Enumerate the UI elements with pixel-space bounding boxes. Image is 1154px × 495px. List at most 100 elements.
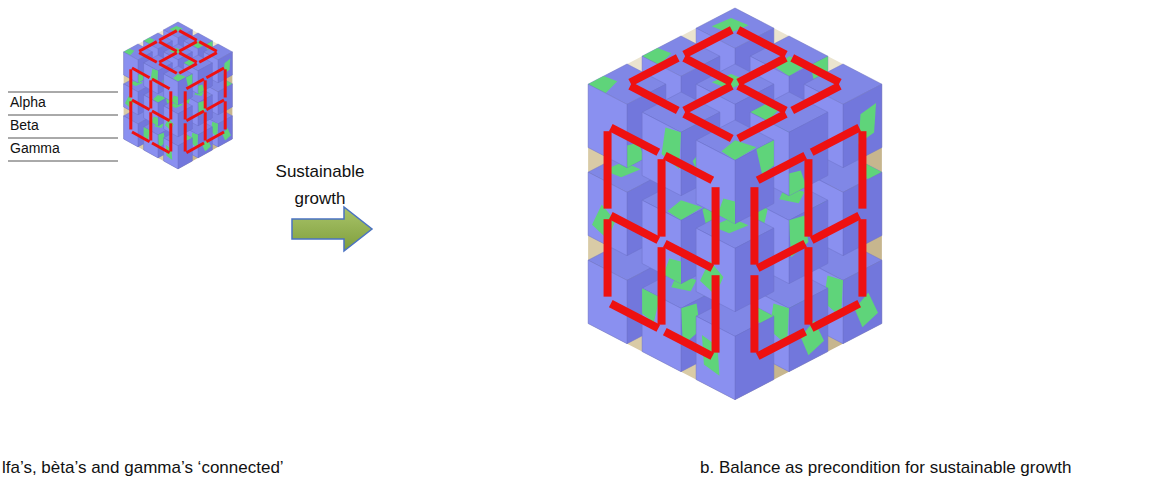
red-connector: [738, 30, 786, 55]
red-connector: [658, 159, 666, 236]
layer-line: [8, 138, 118, 139]
red-connector: [658, 247, 666, 324]
red-connector: [738, 58, 786, 83]
red-connector: [684, 86, 732, 111]
groove-face: [124, 22, 233, 82]
land-patch: [855, 293, 878, 328]
red-connector: [199, 53, 217, 63]
red-connector: [139, 53, 157, 63]
red-connector: [186, 111, 204, 121]
red-connector: [224, 101, 227, 129]
red-connector: [758, 156, 806, 181]
red-connector: [152, 143, 170, 153]
red-connector: [132, 68, 150, 78]
red-connector: [204, 80, 207, 108]
red-connector: [129, 101, 132, 129]
layer-label: Alpha: [10, 94, 46, 111]
red-connector: [179, 64, 197, 74]
layer-line: [8, 115, 118, 116]
red-connector: [179, 31, 197, 41]
red-connector: [206, 132, 224, 142]
red-connector: [738, 86, 786, 111]
layer-line: [8, 92, 118, 93]
land-patch: [172, 96, 178, 105]
red-connector: [132, 132, 150, 142]
red-connector: [750, 275, 758, 352]
layer-label: Beta: [10, 117, 39, 134]
land-patch: [718, 199, 735, 224]
red-connector: [184, 91, 187, 119]
red-connector: [604, 131, 612, 208]
large-cube: [588, 8, 882, 400]
red-connector: [169, 91, 172, 119]
red-connector: [159, 42, 177, 52]
layer-line: [8, 161, 118, 162]
layer-lines: [8, 92, 118, 161]
caption: lfa’s, bèta’s and gamma’s ‘connected’: [2, 458, 284, 478]
red-connector: [611, 304, 659, 329]
land-patch: [198, 85, 204, 94]
red-connector: [804, 247, 812, 324]
red-connector: [665, 244, 713, 269]
red-connector: [712, 187, 720, 264]
red-connector: [758, 244, 806, 269]
red-connector: [132, 100, 150, 110]
red-connector: [738, 114, 786, 139]
red-connector: [184, 123, 187, 151]
red-connector: [149, 80, 152, 108]
red-connector: [152, 111, 170, 121]
red-connector: [179, 42, 197, 52]
red-connector: [750, 187, 758, 264]
red-connector: [792, 86, 840, 111]
caption: b. Balance as precondition for sustainab…: [700, 458, 1071, 478]
red-connector: [159, 64, 177, 74]
red-connector: [758, 332, 806, 357]
red-connector: [152, 79, 170, 89]
red-connector: [206, 100, 224, 110]
land-patch: [152, 117, 158, 126]
red-connector: [684, 58, 732, 83]
land-patch: [789, 171, 806, 196]
arrow-label: Sustainable growth: [268, 158, 372, 212]
groove-face: [178, 52, 232, 169]
layer-label: Gamma: [10, 140, 60, 157]
red-connector: [858, 219, 866, 296]
red-connector: [224, 69, 227, 97]
red-connector: [665, 332, 713, 357]
groove-face: [124, 52, 178, 169]
red-connector: [812, 216, 860, 241]
red-connector: [206, 68, 224, 78]
red-connector: [186, 143, 204, 153]
red-connector: [169, 123, 172, 151]
red-connector: [684, 30, 732, 55]
red-connector: [858, 131, 866, 208]
groove-face: [735, 84, 882, 400]
red-connector: [199, 42, 217, 52]
red-connector: [792, 58, 840, 83]
red-connector: [611, 128, 659, 153]
red-connector: [179, 53, 197, 63]
groove-face: [588, 8, 882, 160]
red-connector: [665, 156, 713, 181]
red-connector: [159, 53, 177, 63]
red-connector: [186, 79, 204, 89]
red-connector: [812, 304, 860, 329]
red-connector: [159, 31, 177, 41]
red-connector: [139, 42, 157, 52]
small-cube: [124, 22, 233, 169]
red-connector: [204, 112, 207, 140]
groove-face: [588, 84, 735, 400]
red-connector: [812, 128, 860, 153]
red-connector: [684, 114, 732, 139]
land-patch: [664, 259, 681, 284]
red-connector: [804, 159, 812, 236]
red-connector: [129, 69, 132, 97]
land-patch: [222, 128, 231, 141]
red-connector: [149, 112, 152, 140]
red-connector: [712, 275, 720, 352]
red-connector: [630, 58, 678, 83]
red-connector: [611, 216, 659, 241]
red-connector: [630, 86, 678, 111]
growth-arrow: [292, 207, 372, 251]
